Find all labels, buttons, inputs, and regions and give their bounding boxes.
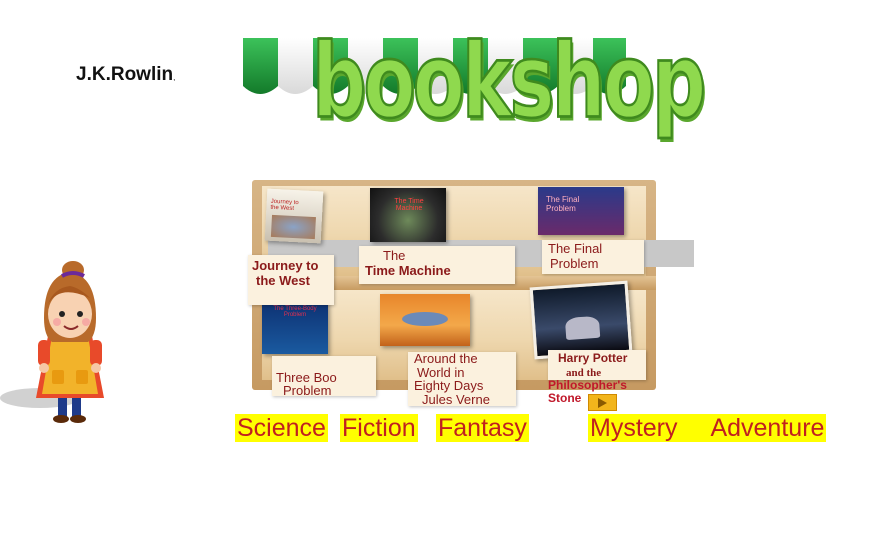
cover-title: The Time Machine bbox=[394, 198, 424, 212]
label-line: Harry Potter bbox=[558, 351, 628, 365]
label-line: Philosopher's bbox=[548, 378, 627, 393]
label-line: and the bbox=[566, 367, 602, 380]
cover-title: The Final Problem bbox=[546, 195, 580, 213]
author-trailing: , bbox=[173, 73, 176, 82]
genre-science[interactable]: Science bbox=[235, 414, 328, 442]
book-label-final-problem[interactable]: The Final Problem bbox=[542, 240, 644, 274]
book-cover-final-problem[interactable]: The Final Problem bbox=[538, 187, 624, 235]
label-line: Problem bbox=[550, 255, 599, 271]
book-label-harry-potter[interactable]: Harry Potter and the Philosopher's Stone bbox=[548, 350, 646, 405]
label-line: Jules Verne bbox=[422, 391, 490, 407]
label-line: Problem bbox=[283, 383, 332, 398]
label-line: World in bbox=[417, 364, 465, 380]
shopkeeper-girl-illustration bbox=[0, 261, 104, 423]
bookshop-logo: bookshop bbox=[311, 20, 707, 141]
label-line: Stone bbox=[548, 391, 582, 406]
label-line: Three Boo bbox=[276, 370, 337, 385]
book-label-eighty-days[interactable]: Around the World in Eighty Days Jules Ve… bbox=[408, 352, 516, 406]
book-cover-harry-potter[interactable] bbox=[529, 280, 633, 360]
author-name: J.K.Rowlin, bbox=[76, 64, 175, 86]
book-cover-journey-west[interactable]: Journey to the West bbox=[264, 188, 324, 244]
awning-graphic bbox=[243, 38, 626, 94]
genre-mystery-adventure[interactable]: Mystery Adventure bbox=[588, 414, 826, 442]
label-line: the West bbox=[256, 272, 310, 288]
book-label-time-machine[interactable]: The Time Machine bbox=[359, 246, 515, 284]
genre-fantasy[interactable]: Fantasy bbox=[436, 414, 529, 442]
author-name-text: J.K.Rowlin bbox=[76, 64, 174, 85]
book-cover-eighty-days[interactable] bbox=[380, 294, 470, 346]
cover-title: The Three-Body Problem bbox=[273, 306, 317, 318]
label-line: The bbox=[383, 248, 406, 263]
book-label-three-body[interactable]: Three Boo Problem bbox=[272, 356, 376, 398]
cover-title: Journey to the West bbox=[270, 198, 299, 212]
next-arrow-button[interactable] bbox=[588, 394, 617, 411]
label-line: Eighty Days bbox=[414, 378, 484, 394]
genre-adventure[interactable]: Adventure bbox=[710, 414, 825, 442]
label-line: The Final bbox=[548, 241, 603, 256]
genre-mystery[interactable]: Mystery bbox=[590, 414, 678, 442]
genre-fiction[interactable]: Fiction bbox=[340, 414, 418, 442]
book-label-journey-west[interactable]: Journey to the West bbox=[248, 255, 334, 305]
book-cover-time-machine[interactable]: The Time Machine bbox=[370, 188, 446, 242]
label-line: Around the bbox=[414, 351, 478, 366]
label-line: Time Machine bbox=[365, 262, 451, 278]
label-line: Journey to bbox=[252, 258, 319, 273]
